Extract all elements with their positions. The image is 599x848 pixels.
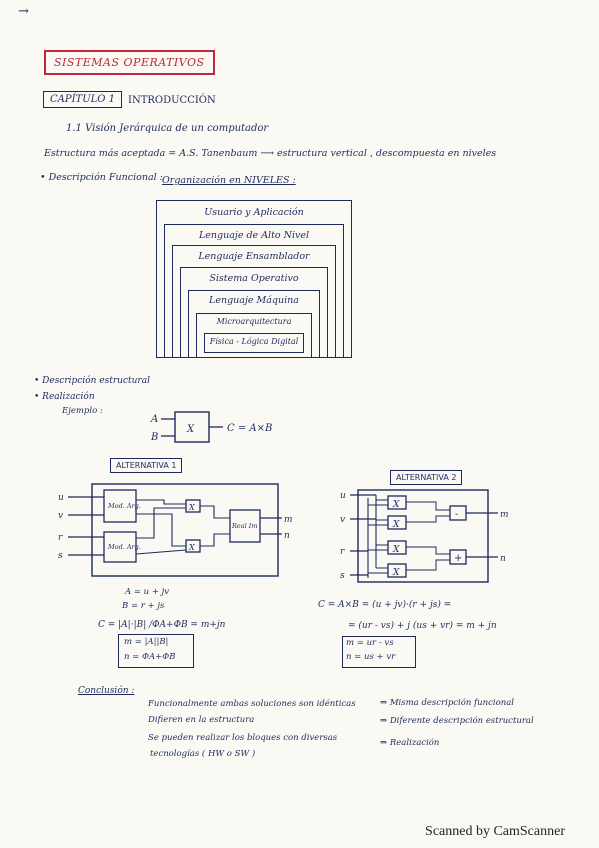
alt2-subtract-label: - [455,509,459,520]
alt1-input-u: u [58,493,64,503]
level-5: Lenguaje Máquina [188,290,320,357]
page-title: SISTEMAS OPERATIVOS [44,50,215,75]
level-2-label: Lenguaje de Alto Nivel [198,230,310,241]
alt2-eq-2: = (ur - vs) + j (us + vr) = m + jn [348,621,497,631]
alt2-multiplier-4-label: X [392,568,400,578]
conclusion-line-3-right: ⇒ Realización [380,738,440,748]
alt1-result-n: n = ΦA+ΦB [124,652,176,662]
conclusion-line-1-left: Funcionalmente ambas soluciones son idén… [148,699,356,709]
level-7: Física - Lógica Digital [204,333,304,353]
alt2-input-s: s [340,571,345,581]
alt2-result-m: m = ur - vs [346,638,394,648]
conclusion-line-4-left: tecnologías ( HW o SW ) [150,749,256,759]
example-block-label: X [186,424,195,435]
alt2-multiplier-1-label: X [392,500,400,510]
alt1-real-im-block [229,509,261,543]
alt1-input-v: v [58,511,63,521]
alt2-add-label: + [454,553,462,564]
level-3-label: Lenguaje Ensamblador [198,251,310,262]
alt1-mod-arg-block-1 [103,489,137,523]
structural-description-label: • Descripción estructural [34,376,150,386]
example-label: Ejemplo : [62,406,103,416]
alternative-2-diagram: u v r s X X X X - + m [340,489,509,583]
conclusion-line-3-left: Se pueden realizar los bloques con diver… [148,733,338,743]
level-2: Lenguaje de Alto Nivel [164,224,344,357]
alt2-input-u: u [340,491,346,501]
alt2-input-v: v [340,515,345,525]
structure-line: Estructura más aceptada = A.S. Tanenbaum… [44,148,497,159]
level-4-label: Sistema Operativo [209,273,299,284]
level-6-label: Microarquitectura [216,317,292,326]
alt1-eq-a: A = u + jv [125,587,170,597]
alt1-eq-c: C = |A|·|B| /ΦA+ΦB = m+jn [98,620,226,630]
alt1-mod-arg-block-2 [103,531,137,563]
level-3: Lenguaje Ensamblador [172,245,336,357]
alt2-result-n: n = us + vr [346,652,396,662]
alt1-input-s: s [58,551,63,561]
conclusion-line-2-left: Difieren en la estructura [148,715,255,725]
level-4: Sistema Operativo [180,267,328,357]
level-5-label: Lenguaje Máquina [209,295,299,306]
scanner-watermark: Scanned by CamScanner [425,824,565,839]
alt1-real-im-label: Real Im [231,522,258,530]
alt2-multiplier-2-label: X [392,520,400,530]
conclusion-line-1-right: ⇒ Misma descripción funcional [380,698,514,708]
alt2-result-box [342,636,416,668]
chapter-label: CAPÍTULO 1 [43,91,123,108]
alt2-eq-1: C = A×B = (u + jv)·(r + js) = [318,600,452,610]
section-heading: 1.1 Visión Jerárquica de un computador [66,123,269,134]
alternative-2-label: ALTERNATIVA 2 [390,470,463,485]
conclusion-label: Conclusión : [78,686,135,696]
level-7-label: Física - Lógica Digital [209,337,299,346]
alt1-result-m: m = |A||B| [124,637,169,647]
example-output: C = A×B [227,423,272,434]
corner-arrow-mark: → [18,4,29,19]
chapter-title: INTRODUCCIÓN [128,95,216,106]
alt2-output-n: n [500,554,506,564]
alt1-input-r: r [58,533,63,543]
alt2-input-r: r [340,547,345,557]
alt2-output-m: m [500,510,509,520]
alt1-multiplier-1-label: X [188,503,195,512]
alternative-1-label: ALTERNATIVA 1 [110,458,183,473]
alt1-result-box [118,634,194,668]
conclusion-line-2-right: ⇒ Diferente descripción estructural [380,716,534,726]
alt2-multiplier-3-label: X [392,545,400,555]
realization-label: • Realización [34,392,95,402]
levels-organization-label: Organización en NIVELES : [162,175,296,186]
example-input-a: A [150,414,158,425]
level-6: Microarquitectura [196,313,312,357]
alt1-eq-b: B = r + js [122,601,165,611]
functional-description-label: • Descripción Funcional : [40,172,163,183]
example-diagram: A B X C = A×B [150,411,272,443]
alt1-output-m: m [284,515,293,525]
alt1-output-n: n [284,531,290,541]
example-input-b: B [150,432,158,443]
level-1: Usuario y Aplicación [156,200,352,358]
alt1-mod-arg-label-2: Mod. Arg. [107,543,141,551]
alt1-multiplier-2-label: X [188,543,195,552]
level-1-label: Usuario y Aplicación [204,207,304,218]
levels-diagram: Usuario y Aplicación Lenguaje de Alto Ni… [156,200,352,358]
alt1-mod-arg-label-1: Mod. Arg. [107,502,141,510]
alternative-1-diagram: u v r s Mod. Arg. Mod. Arg. X X Real Im … [58,483,293,577]
